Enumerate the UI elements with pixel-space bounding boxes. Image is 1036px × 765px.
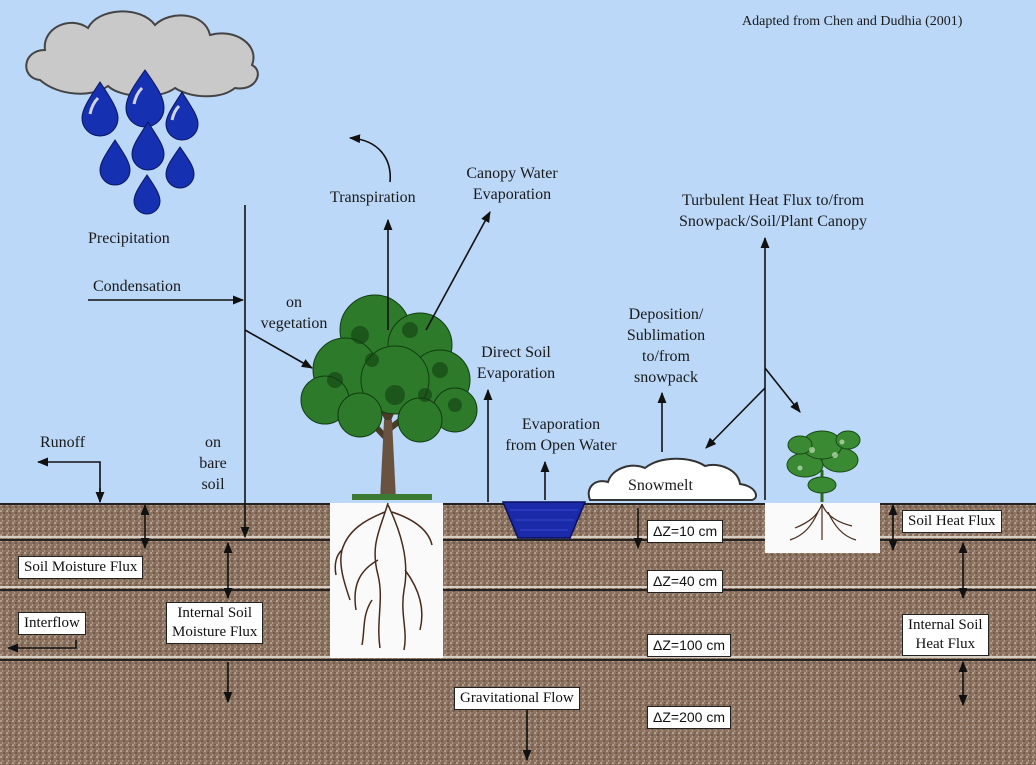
- gravitational-flow-box: Gravitational Flow: [454, 687, 580, 710]
- layer-depth-label: ΔZ=10 cm: [647, 520, 724, 543]
- transpiration-label: Transpiration: [330, 189, 416, 206]
- precipitation-label: Precipitation: [88, 230, 170, 247]
- tree-root-zone: [330, 502, 443, 658]
- tree: [300, 294, 478, 501]
- plant: [786, 430, 861, 502]
- plant-root-zone: [765, 503, 880, 553]
- soil-moisture-flux-box: Soil Moisture Flux: [18, 556, 144, 579]
- credit-text: Adapted from Chen and Dudhia (2001): [742, 14, 963, 29]
- layer-depth-label: ΔZ=200 cm: [647, 706, 731, 729]
- snowmelt-label: Snowmelt: [628, 477, 693, 494]
- layer-depth-label: ΔZ=40 cm: [647, 570, 724, 593]
- open-water-pond: [501, 501, 587, 539]
- layer-depth-label: ΔZ=100 cm: [647, 634, 731, 657]
- flux-arrows: [6, 134, 968, 762]
- runoff-label: Runoff: [40, 434, 86, 451]
- raindrops: [81, 69, 199, 215]
- condensation-label: Condensation: [93, 278, 181, 295]
- snowpack: [587, 457, 757, 501]
- interflow-box: Interflow: [18, 612, 86, 635]
- soil-heat-flux-box: Soil Heat Flux: [902, 510, 1002, 533]
- soil-ground: [0, 503, 1036, 765]
